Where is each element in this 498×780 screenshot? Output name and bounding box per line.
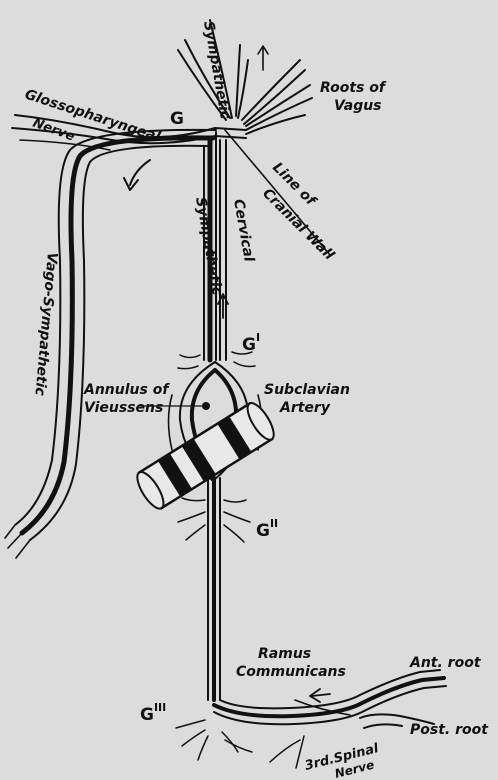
- label-subclavian: Subclavian: [264, 382, 350, 398]
- label-ant-root: Ant. root: [409, 655, 482, 671]
- subclavian-artery: [132, 399, 278, 512]
- label-vagus: Vagus: [334, 98, 382, 114]
- label-roots-of: Roots of: [320, 80, 387, 96]
- label-cervical: Cervical: [230, 198, 257, 263]
- label-communicans: Communicans: [236, 664, 346, 680]
- label-annulus-of: Annulus of: [83, 382, 170, 398]
- label-post-root: Post. root: [410, 722, 489, 738]
- g3-ganglion-fibres: [176, 720, 304, 768]
- cervical-trunk: [220, 140, 226, 360]
- ramus-arrow: [310, 689, 330, 702]
- label-g3: GIII: [140, 701, 166, 725]
- lower-trunk: [208, 478, 220, 700]
- label-artery: Artery: [279, 400, 331, 416]
- label-ramus: Ramus: [258, 646, 311, 662]
- label-ganglion-g: G: [170, 109, 184, 129]
- sympathetic-up-arrow: [258, 46, 268, 70]
- label-g2: GII: [256, 517, 278, 541]
- upper-fibres: [178, 20, 312, 134]
- label-g1: GI: [242, 331, 260, 355]
- label-vago-sympathetic: Vago-Sympathetic: [31, 252, 60, 397]
- descending-arrow: [124, 160, 150, 190]
- label-sympathetic-top: Sympathetic: [200, 20, 233, 121]
- label-vieussens: Vieussens: [84, 400, 163, 416]
